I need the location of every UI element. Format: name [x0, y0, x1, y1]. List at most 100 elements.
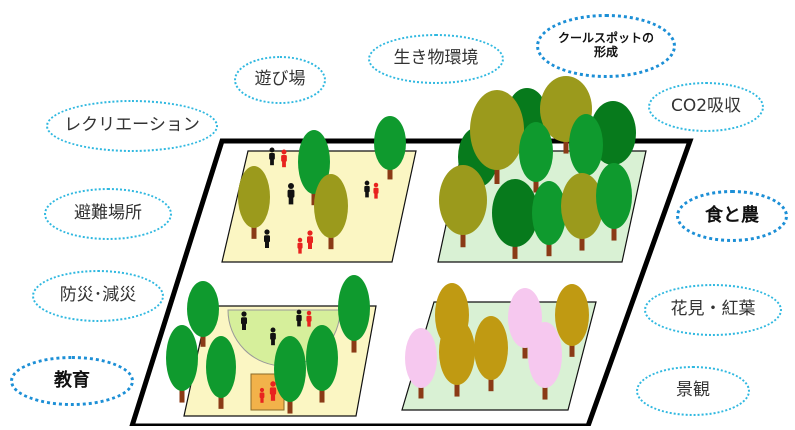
tree: [405, 328, 437, 399]
person-body: [296, 314, 302, 322]
label-hinan: 避難場所: [74, 203, 142, 224]
tree: [306, 325, 338, 403]
person: [307, 230, 313, 249]
tree-crown: [166, 325, 198, 391]
person-legs: [365, 192, 369, 198]
person-body: [281, 155, 287, 162]
tree-crown: [596, 163, 632, 229]
person-head: [264, 229, 270, 235]
person-legs: [270, 159, 274, 166]
tree: [166, 325, 198, 403]
tree: [528, 322, 562, 400]
person-head: [259, 387, 265, 393]
person-head: [269, 147, 275, 153]
person-legs: [288, 197, 294, 205]
person-legs: [265, 242, 269, 248]
person-legs: [270, 394, 276, 401]
tree-crown: [470, 90, 524, 170]
tree: [338, 275, 370, 353]
tree: [206, 336, 236, 409]
people-layer: [241, 147, 379, 403]
tree-crown: [555, 284, 589, 346]
person: [270, 327, 276, 346]
tree: [439, 165, 487, 248]
person-head: [241, 311, 247, 317]
label-cool-spot: クールスポットの形成: [557, 31, 654, 59]
person-head: [270, 381, 276, 387]
person-legs: [307, 321, 311, 327]
person-body: [270, 333, 276, 340]
label-keikan: 景観: [676, 380, 710, 401]
label-bousai: 防災･減災: [59, 285, 137, 306]
label-recreation: レクリエーション: [64, 115, 200, 136]
label-ikimono: 生き物環境: [393, 48, 479, 69]
person-legs: [271, 339, 275, 346]
tree: [274, 336, 306, 414]
person-legs: [308, 243, 312, 249]
person-head: [288, 183, 294, 189]
tree: [314, 174, 348, 250]
tree: [470, 90, 524, 184]
person-body: [364, 185, 370, 193]
tree-crown: [405, 328, 437, 388]
person-head: [297, 237, 303, 243]
tree-crown: [492, 179, 538, 247]
person-head: [281, 149, 287, 155]
person-legs: [298, 248, 302, 254]
bubble-bousai: 防災･減災: [32, 270, 164, 322]
person: [364, 180, 370, 198]
bubble-ikimono: 生き物環境: [368, 34, 504, 84]
person-body: [287, 189, 295, 198]
bubble-shoku: 食と農: [676, 190, 788, 242]
bubble-kyouiku: 教育: [10, 356, 134, 406]
tree-crown: [569, 114, 603, 176]
person-head: [270, 327, 276, 333]
tree-crown: [238, 166, 270, 228]
tree-crown: [532, 181, 566, 245]
tree: [596, 163, 632, 241]
bubble-keikan: 景観: [636, 366, 750, 416]
person-body: [241, 317, 247, 325]
person-body: [306, 315, 312, 322]
tree-crown: [306, 325, 338, 391]
person-body: [269, 153, 275, 160]
person-body: [269, 387, 277, 395]
person-legs: [260, 398, 264, 403]
person-head: [364, 180, 370, 186]
tree-crown: [314, 174, 348, 238]
person-body: [297, 242, 303, 249]
tree: [519, 122, 553, 193]
person: [269, 147, 275, 166]
person-head: [306, 310, 312, 316]
tree: [492, 179, 538, 259]
tree-crown: [439, 165, 487, 235]
person: [241, 311, 247, 330]
person-legs: [297, 321, 301, 327]
tree-crown: [206, 336, 236, 398]
bubble-asobiba: 遊び場: [234, 56, 326, 104]
person-body: [307, 236, 313, 244]
tree-crown: [439, 319, 475, 385]
tree-crown: [298, 130, 330, 194]
tree: [238, 166, 270, 239]
bubble-hanami: 花見・紅葉: [644, 284, 782, 336]
person: [269, 381, 277, 401]
tree-crown: [374, 116, 406, 170]
label-hanami: 花見・紅葉: [670, 299, 756, 320]
person-legs: [282, 161, 286, 168]
tree: [439, 319, 475, 397]
label-shoku: 食と農: [705, 204, 759, 226]
person-legs: [242, 324, 246, 330]
tree-crown: [528, 322, 562, 388]
bubble-co2: CO2吸収: [648, 82, 764, 132]
tree-crown: [338, 275, 370, 341]
person-head: [296, 309, 302, 315]
label-co2: CO2吸収: [670, 96, 742, 117]
person: [259, 387, 265, 403]
person: [297, 237, 303, 254]
tree: [374, 116, 406, 180]
person-head: [373, 182, 379, 188]
person: [264, 229, 270, 248]
person-body: [373, 187, 379, 194]
